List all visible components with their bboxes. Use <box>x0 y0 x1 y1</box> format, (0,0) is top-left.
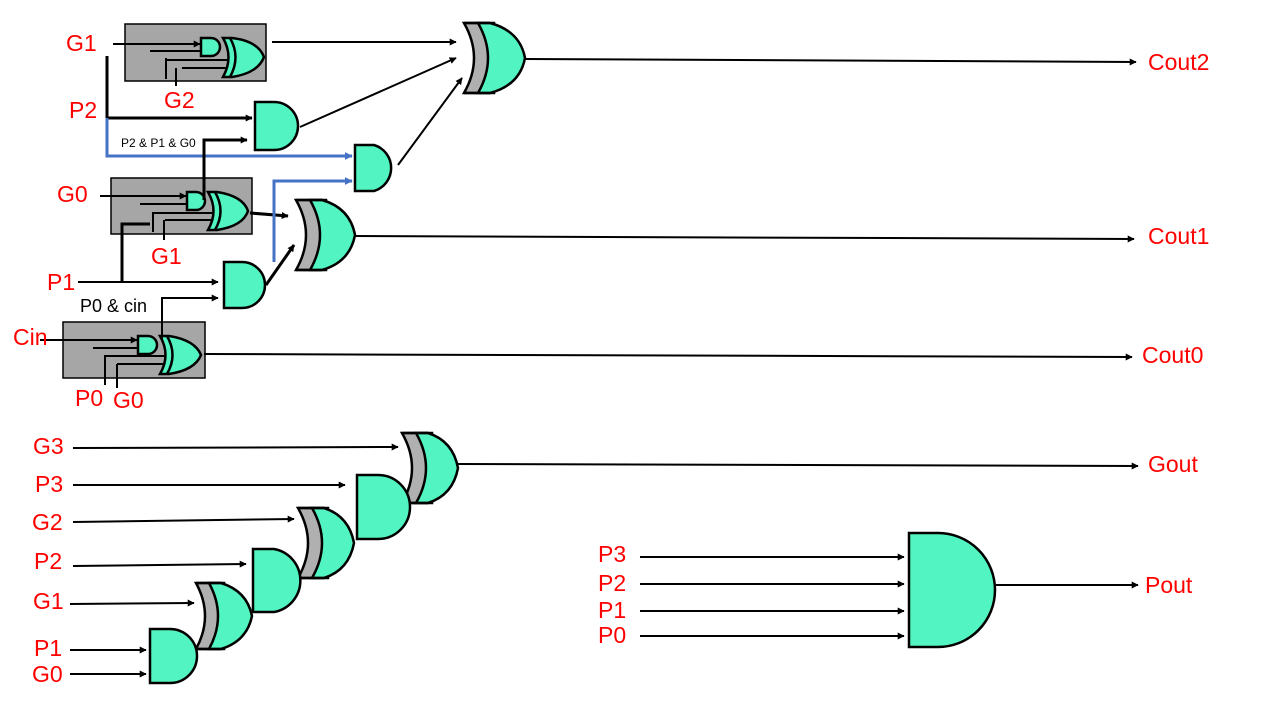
label-gout: Gout <box>1148 451 1198 477</box>
pout-wiring <box>640 553 1139 640</box>
or-gate-cout1 <box>293 198 357 272</box>
label-p0-low: P0 <box>75 385 103 411</box>
and-gate-p0cin <box>222 260 267 310</box>
label-p1-b: P1 <box>34 635 62 661</box>
label-p1-r: P1 <box>598 597 626 623</box>
label-p2-top: P2 <box>69 97 97 123</box>
or-gate-g1 <box>193 581 254 651</box>
label-p2-b: P2 <box>34 548 62 574</box>
small-and-low <box>136 334 159 356</box>
label-p3-r: P3 <box>598 541 626 567</box>
label-cout2: Cout2 <box>1148 49 1209 75</box>
label-cin: Cin <box>13 324 48 350</box>
block-mid-wiring <box>100 192 219 240</box>
and-gate-p3 <box>355 473 412 541</box>
or-gate-cout2 <box>461 21 527 95</box>
and-gate-blue <box>353 143 393 193</box>
label-g1-b: G1 <box>33 588 64 614</box>
label-g2-top: G2 <box>164 87 195 113</box>
label-p2-r: P2 <box>598 570 626 596</box>
small-and-top <box>199 36 222 58</box>
or-gate-g2 <box>295 506 356 580</box>
label-p1-mid: P1 <box>47 269 75 295</box>
label-g0-b: G0 <box>32 661 63 687</box>
or-gate-gout <box>399 431 460 505</box>
and-gate-pout <box>907 531 997 649</box>
label-g3-b: G3 <box>33 433 64 459</box>
small-or-top <box>220 36 266 79</box>
label-cout0: Cout0 <box>1142 342 1203 368</box>
carry-wiring <box>78 38 1137 361</box>
annotations: P2 & P1 & G0 P0 & cin <box>80 136 196 316</box>
label-g0-low: G0 <box>113 387 144 413</box>
label-g0-mid: G0 <box>57 181 88 207</box>
note-p2p1g0: P2 & P1 & G0 <box>121 136 196 150</box>
label-p3-b: P3 <box>35 471 63 497</box>
gout-wiring <box>69 443 1139 678</box>
block-low-wiring <box>40 336 168 388</box>
label-g1-mid: G1 <box>151 243 182 269</box>
label-pout: Pout <box>1145 572 1193 598</box>
small-or-mid <box>205 190 250 232</box>
label-p0-r: P0 <box>598 622 626 648</box>
small-or-low <box>157 334 203 376</box>
block-top-wiring <box>113 40 233 86</box>
and-gate-p2b <box>251 547 302 614</box>
small-and-mid <box>185 190 207 212</box>
label-cout1: Cout1 <box>1148 223 1209 249</box>
note-p0cin: P0 & cin <box>80 296 147 316</box>
label-g1-top: G1 <box>66 30 97 56</box>
output-labels: Cout2 Cout1 Cout0 Gout Pout <box>1142 49 1209 598</box>
and-gate-p1g0 <box>148 627 199 685</box>
and-gate-p2 <box>253 100 300 152</box>
input-labels: G1 G2 P2 G0 G1 P1 Cin P0 G0 G3 P3 G2 P2 … <box>13 30 626 687</box>
label-g2-b: G2 <box>32 509 63 535</box>
